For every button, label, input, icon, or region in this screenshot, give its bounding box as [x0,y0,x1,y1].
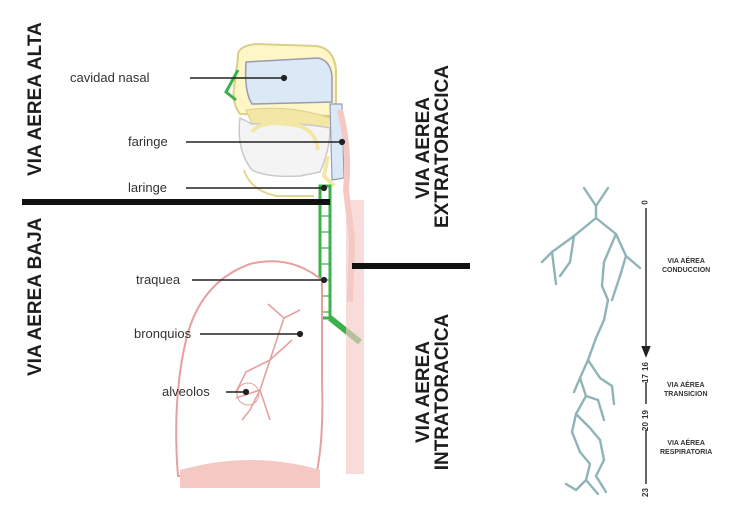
label-nasal: cavidad nasal [70,70,150,85]
gen-20: 20 [641,422,650,431]
axis-arrowhead [642,346,650,356]
label-traquea: traquea [136,272,180,287]
label-faringe: faringe [128,134,168,149]
region-baja: VIA AEREA BAJA [26,226,48,376]
gen-23: 23 [641,488,650,497]
label-alveolos: alveolos [162,384,210,399]
gen-17: 17 [641,374,650,383]
label-bronquios: bronquios [134,326,191,341]
divider-extra-intra [352,263,470,269]
gen-16: 16 [641,362,650,371]
esophagus [346,200,364,474]
gen-0: 0 [641,200,650,204]
gen-19: 19 [641,410,650,419]
divider-upper-lower [22,199,330,205]
lung-outline [176,261,322,476]
region-alta: VIA AEREA ALTA [26,26,48,176]
nasal-cavity [246,58,332,104]
label-laringe: laringe [128,180,167,195]
airway-tree [542,188,640,494]
lung-group [176,261,322,488]
generation-axis [642,208,650,484]
